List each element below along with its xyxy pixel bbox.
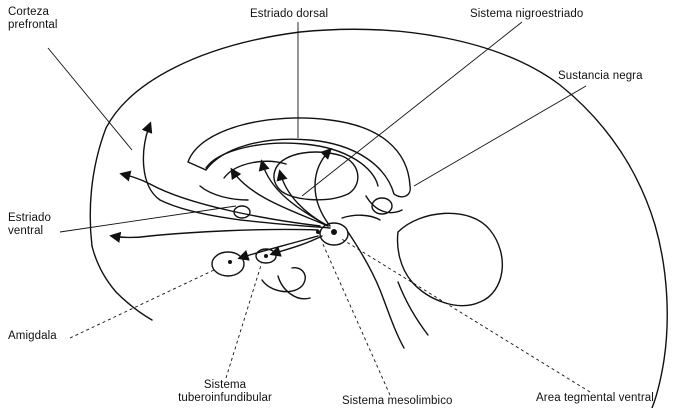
label-corteza-line-2: prefrontal xyxy=(8,19,58,32)
mesocortical-path-3 xyxy=(112,229,318,237)
label-sistema-mesolimbico: Sistema mesolimbico xyxy=(342,395,453,408)
tubero-path xyxy=(272,236,322,254)
caudate-outer xyxy=(188,118,410,197)
label-estriado-ventral: Estriado ventral xyxy=(8,212,51,238)
label-estriado-line-2: ventral xyxy=(8,225,51,238)
cerebellum xyxy=(398,213,503,305)
leader-area-tegmental xyxy=(340,238,590,392)
amygdala-shape xyxy=(212,252,244,276)
brainstem xyxy=(348,232,404,348)
leader-mesolimbico xyxy=(322,242,390,395)
label-sistema-nigroestriado: Sistema nigroestriado xyxy=(470,8,583,21)
nigrostriatal-path-1 xyxy=(262,162,328,226)
label-estriado-dorsal: Estriado dorsal xyxy=(250,8,328,21)
label-area-tegmental-ventral: Area tegmental ventral xyxy=(536,392,654,405)
label-corteza-line-1: Corteza xyxy=(8,6,58,19)
thalamus-fold xyxy=(342,215,380,220)
label-estriado-line-1: Estriado xyxy=(8,212,51,225)
leader-corteza xyxy=(48,48,132,150)
label-tubero-line-2: tuberoinfundibular xyxy=(150,392,300,405)
head-lower-outline xyxy=(92,246,152,320)
leader-sustancia-negra xyxy=(414,86,586,186)
nigrostriatal-path-3 xyxy=(315,150,330,226)
label-corteza-prefrontal: Corteza prefrontal xyxy=(8,6,58,32)
striatum-lower xyxy=(200,186,248,200)
label-sistema-tuberoinfundibular: Sistema tuberoinfundibular xyxy=(150,379,300,405)
label-tubero-line-1: Sistema xyxy=(150,379,300,392)
leader-tubero xyxy=(226,262,262,378)
amygdala-path xyxy=(240,236,318,258)
leader-estriado-ventral xyxy=(60,206,236,232)
leader-amigdala xyxy=(70,270,214,338)
label-amigdala: Amigdala xyxy=(8,330,57,343)
leader-nigroestriado xyxy=(302,22,522,196)
brainstem-back xyxy=(398,282,428,335)
striatum-body xyxy=(224,161,286,178)
label-sustancia-negra: Sustancia negra xyxy=(558,70,643,83)
